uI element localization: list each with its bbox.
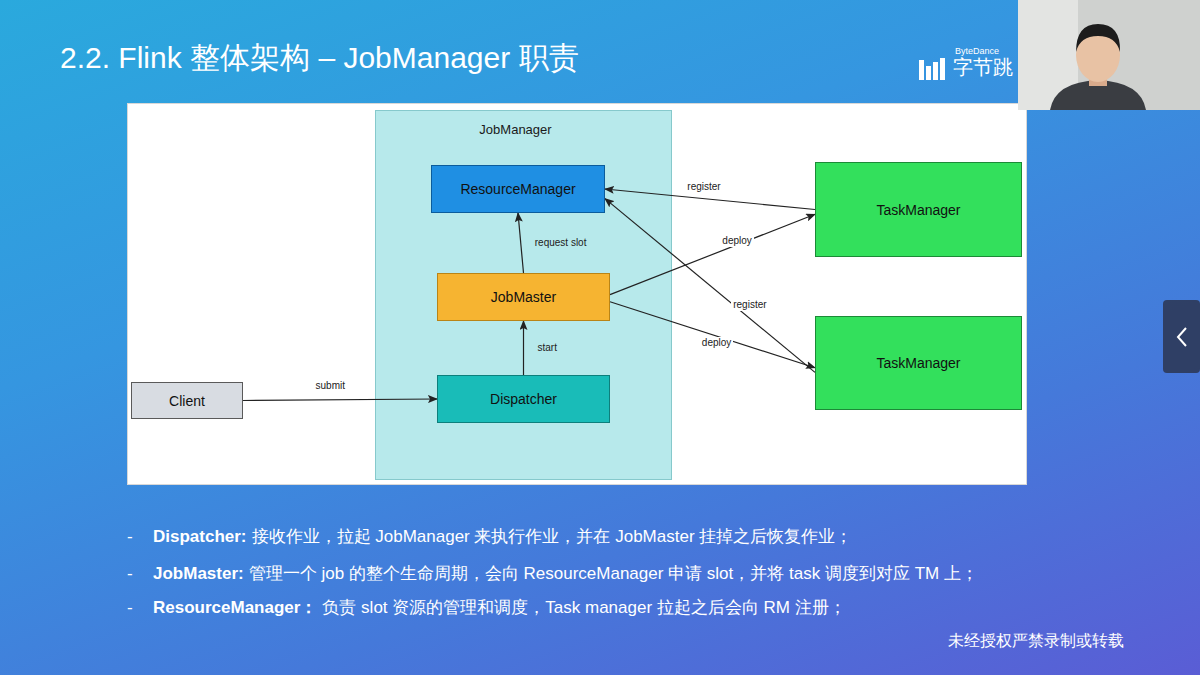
- term-label: JobMaster:: [153, 564, 244, 584]
- worker-box: TaskManager: [815, 316, 1022, 410]
- connector-arrow: [518, 213, 524, 273]
- edge-label: submit: [314, 380, 347, 392]
- webcam-background: [1018, 0, 1200, 110]
- node-label: ResourceManager: [460, 181, 575, 197]
- connector-arrow: [243, 399, 437, 401]
- bullet-text: 接收作业，拉起 JobManager 来执行作业，并在 JobMaster 挂掉…: [252, 527, 853, 547]
- logo-bar: [926, 66, 931, 80]
- node-label: Client: [169, 393, 205, 409]
- edge-label: register: [731, 299, 768, 311]
- logo-bar: [919, 60, 924, 80]
- process-box: ResourceManager: [431, 165, 605, 213]
- webcam-view: [1018, 0, 1200, 110]
- logo-bar: [933, 62, 938, 80]
- connector-arrow: [605, 199, 815, 373]
- logo-bar: [940, 58, 945, 80]
- process-box: JobMaster: [437, 273, 610, 321]
- client-box: Client: [131, 382, 243, 419]
- worker-box: TaskManager: [815, 162, 1022, 257]
- connector-arrow: [610, 214, 815, 294]
- bullet-text: 负责 slot 资源的管理和调度，Task manager 拉起之后会向 RM …: [322, 598, 845, 618]
- node-label: JobMaster: [491, 289, 556, 305]
- chevron-icon: [1178, 328, 1186, 346]
- connector-arrow: [610, 302, 815, 368]
- edge-label: request slot: [533, 237, 589, 249]
- bullet-dash: -: [127, 564, 133, 584]
- node-label: TaskManager: [876, 202, 960, 218]
- edge-label: register: [685, 181, 722, 193]
- edge-label: start: [536, 342, 559, 354]
- group-title: JobManager: [375, 110, 672, 137]
- connector-arrow: [523, 321, 524, 375]
- logo-text: ByteDance: [955, 46, 999, 57]
- logo-icon: [919, 58, 945, 80]
- tab-background: [1163, 300, 1200, 373]
- bullet-text: 管理一个 job 的整个生命周期，会向 ResourceManager 申请 s…: [249, 564, 978, 584]
- node-label: Dispatcher: [490, 391, 557, 407]
- watermark: 未经授权严禁录制或转载: [948, 631, 1124, 651]
- term-label: ResourceManager：: [153, 598, 317, 618]
- term-label: Dispatcher:: [153, 527, 247, 547]
- process-box: Dispatcher: [437, 375, 610, 423]
- bullet-dash: -: [127, 598, 133, 618]
- node-label: TaskManager: [876, 355, 960, 371]
- logo-text: 字节跳: [953, 57, 1013, 77]
- webcam-hair: [1076, 24, 1120, 52]
- side-tab: [1163, 300, 1200, 373]
- bullet-dash: -: [127, 527, 133, 547]
- edge-label: deploy: [720, 235, 753, 247]
- group-box: JobManagerResourceManagerJobMasterDispat…: [375, 110, 672, 480]
- slide-title: 2.2. Flink 整体架构 – JobManager 职责: [60, 38, 579, 79]
- edge-label: deploy: [700, 337, 733, 349]
